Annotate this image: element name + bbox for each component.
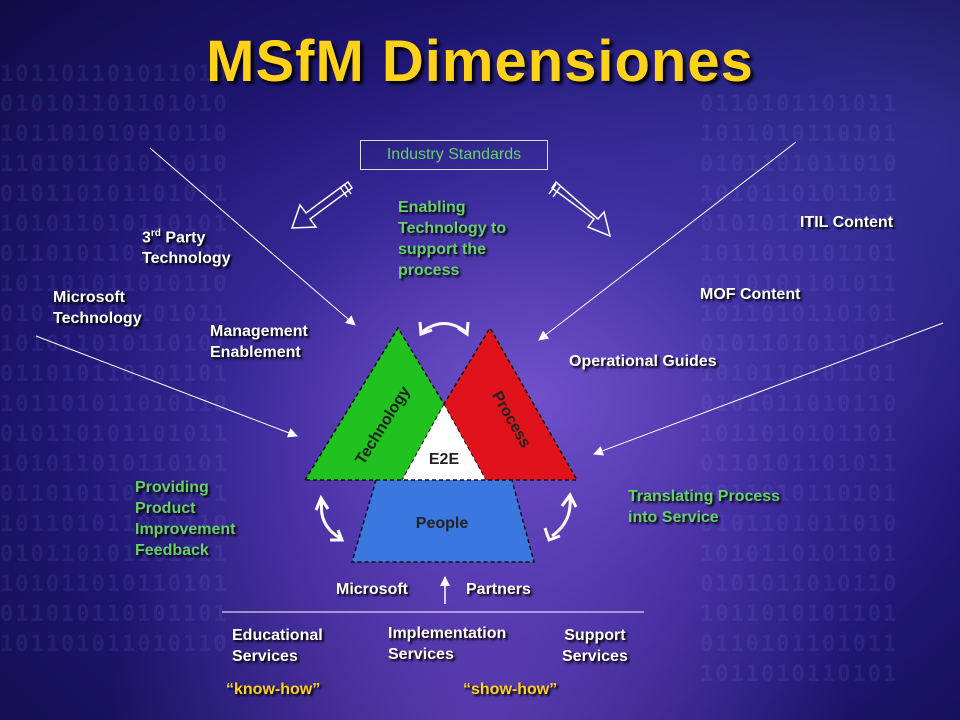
- microsoft-label: Microsoft: [336, 581, 408, 598]
- arrow-3rd-party: [149, 147, 356, 326]
- arrow-mof: [593, 322, 944, 456]
- process-segment: [444, 328, 577, 480]
- binary-background-right: 0110101101011 1011010110101 010110101101…: [700, 92, 899, 687]
- cycle-arrow-left: [314, 494, 345, 542]
- cycle-arrow-right: [543, 492, 578, 542]
- itil-content-label: ITIL Content: [800, 214, 894, 231]
- operational-guides-label: Operational Guides: [569, 353, 717, 370]
- arrow-itil: [538, 141, 797, 341]
- people-segment: [352, 480, 534, 562]
- page-title: MSfM Dimensiones: [206, 29, 754, 94]
- binary-background-left: 101101101011010 010101101101010 10110101…: [0, 62, 229, 657]
- show-how-label: “show-how”: [463, 681, 558, 698]
- partners-label: Partners: [466, 581, 531, 598]
- arrow-microsoft-technology: [35, 335, 298, 438]
- e2e-label: E2E: [429, 451, 460, 468]
- third-party-technology-label: 3rd Party Technology: [142, 228, 231, 268]
- technology-segment: [305, 328, 444, 480]
- block-arrow-left: [290, 180, 354, 229]
- e2e-segment: [402, 404, 486, 480]
- block-arrow-right: [548, 180, 612, 238]
- mof-content-label: MOF Content: [700, 286, 801, 303]
- industry-standards-box: Industry Standards: [360, 140, 548, 170]
- people-label: People: [416, 515, 469, 532]
- cycle-arrow-top: [418, 321, 470, 337]
- know-how-label: “know-how”: [226, 681, 321, 698]
